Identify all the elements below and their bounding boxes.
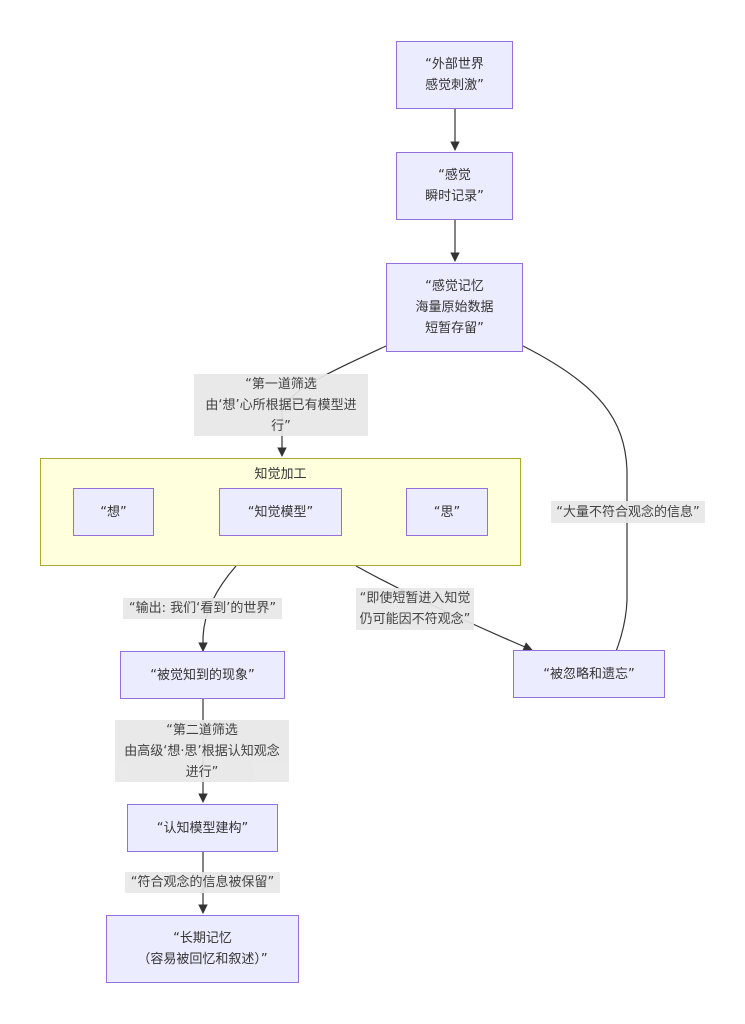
edge-sensory-memory-to-ignored — [522, 345, 628, 677]
node-sensory-memory[interactable]: “感觉记忆 海量原始数据 短暂存留” — [386, 263, 523, 352]
edge-label-mass-unfit: “大量不符合观念的信息” — [551, 501, 705, 523]
node-si[interactable]: “思” — [406, 488, 488, 536]
edge-label-brief-entry: “即使短暂进入知觉 仍可能因不符观念” — [356, 588, 474, 630]
node-long-term-memory[interactable]: “长期记忆 （容易被回忆和叙述）” — [106, 915, 299, 983]
edge-label-first-filter: “第一道筛选 由‘想’心所根据已有模型进 行” — [194, 374, 368, 436]
node-perceived[interactable]: “被觉知到的现象” — [120, 651, 285, 699]
node-cognitive-model[interactable]: “认知模型建构” — [127, 804, 278, 852]
node-perceived-label: “被觉知到的现象” — [150, 667, 255, 683]
edge-label-retained: “符合观念的信息被保留” — [125, 872, 280, 893]
node-external-world-label: “外部世界 感觉刺激” — [425, 57, 484, 93]
node-si-label: “思” — [433, 504, 461, 520]
node-ignored-label: “被忽略和遗忘” — [543, 666, 635, 682]
node-sensory-memory-label: “感觉记忆 海量原始数据 短暂存留” — [415, 279, 494, 336]
node-long-term-memory-label: “长期记忆 （容易被回忆和叙述）” — [137, 931, 268, 967]
node-cognitive-model-label: “认知模型建构” — [156, 820, 249, 836]
node-xiang[interactable]: “想” — [73, 488, 154, 536]
edge-label-output: “输出: 我们‘看到’的世界” — [123, 598, 282, 619]
node-ignored[interactable]: “被忽略和遗忘” — [513, 650, 665, 698]
node-xiang-label: “想” — [100, 504, 127, 520]
node-external-world[interactable]: “外部世界 感觉刺激” — [396, 41, 513, 109]
node-perceptual-model-label: “知觉模型” — [247, 504, 314, 520]
edge-label-second-filter: “第二道筛选 由高级‘想·思’根据认知观念 进行” — [115, 720, 289, 782]
node-perceptual-model[interactable]: “知觉模型” — [219, 488, 342, 536]
node-sensation-label: “感觉 瞬时记录” — [425, 168, 484, 204]
node-sensation[interactable]: “感觉 瞬时记录” — [396, 152, 513, 220]
cluster-title: 知觉加工 — [254, 467, 307, 482]
